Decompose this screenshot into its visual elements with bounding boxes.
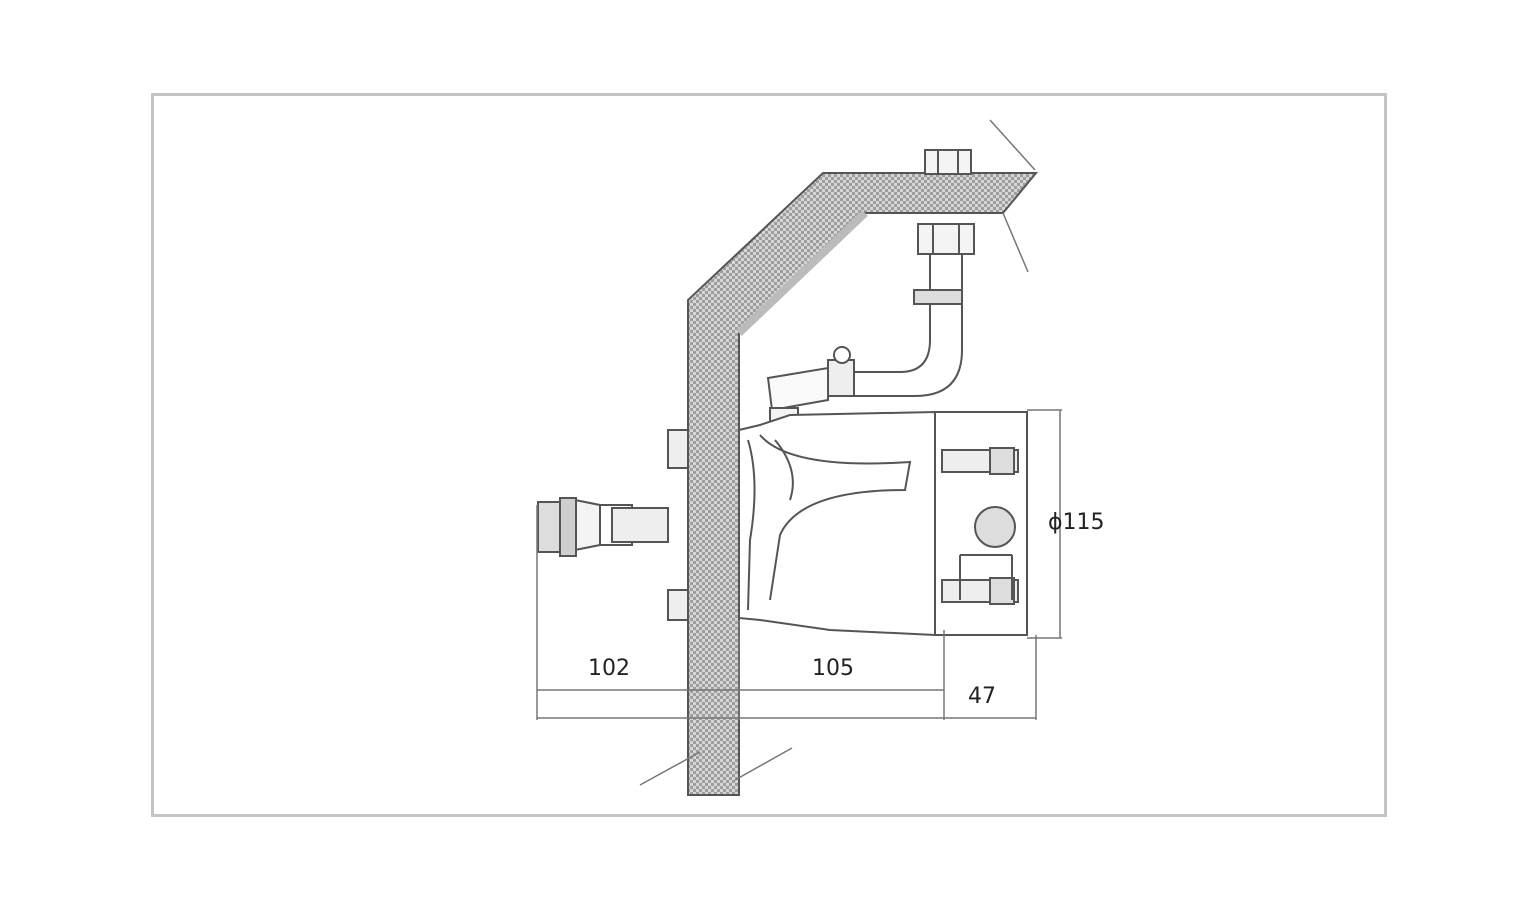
flange	[934, 411, 1028, 636]
dimension-label-diameter: ϕ115	[1048, 510, 1105, 535]
bracket-bolts	[667, 429, 689, 621]
cylinder-body	[738, 410, 936, 637]
dimension-label-47: 47	[968, 684, 996, 709]
dimension-label-102: 102	[588, 656, 630, 681]
top-bolt	[917, 149, 975, 255]
drawing-frame	[151, 93, 1387, 817]
steering-shaft	[537, 497, 669, 557]
dimension-lines	[536, 409, 1062, 720]
hydraulic-pipe	[766, 254, 963, 427]
break-lines	[639, 119, 1036, 786]
dimension-label-105: 105	[812, 656, 854, 681]
